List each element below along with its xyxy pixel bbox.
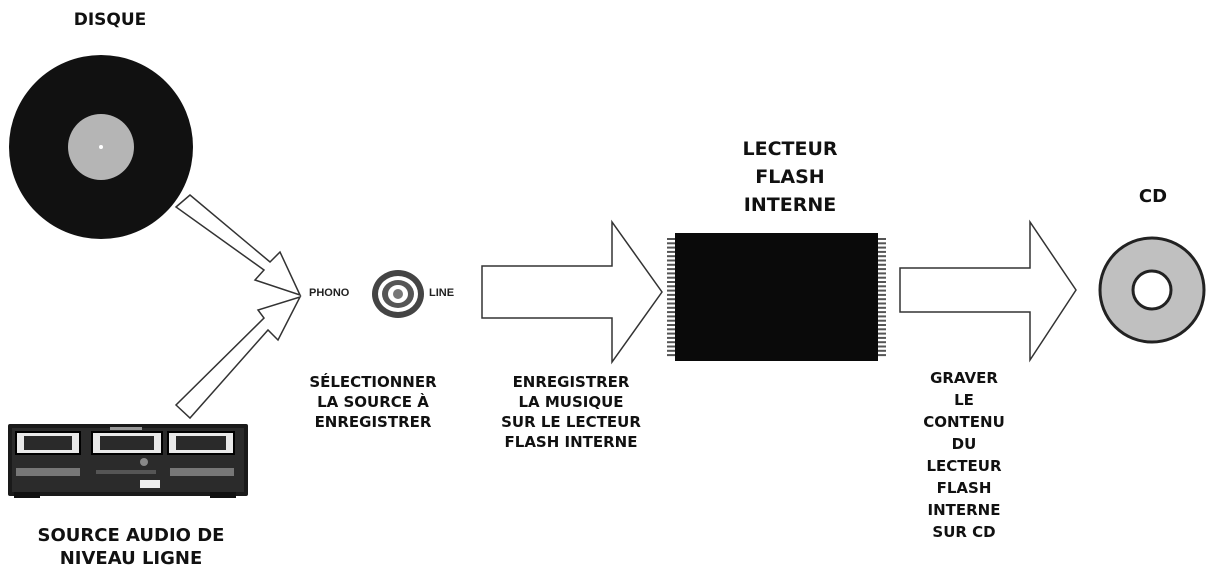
chip-pin [667, 328, 675, 331]
vinyl-to-switch-arrow [174, 194, 302, 297]
chip-pin [878, 302, 886, 305]
cd-icon [1098, 236, 1206, 344]
chip-pin [667, 289, 675, 292]
chip-pin [878, 263, 886, 266]
chip-pin [667, 336, 675, 339]
chip-pin [667, 272, 675, 275]
chip-pin [667, 319, 675, 322]
phono-line-switch-icon [372, 270, 424, 318]
line-label: LINE [429, 287, 455, 299]
phono-label: PHONO [309, 287, 350, 299]
chip-pin [878, 319, 886, 322]
chip-pin [878, 306, 886, 309]
chip-pin [667, 315, 675, 318]
chip-pin [667, 349, 675, 352]
chip-pin [667, 293, 675, 296]
chip-pin [667, 341, 675, 344]
chip-pin [878, 238, 886, 240]
chip-pin [878, 255, 886, 258]
chip-pin [667, 298, 675, 301]
burn-cd-label: GRAVER LE CONTENU DU LECTEUR FLASH INTER… [923, 369, 1005, 541]
chip-pin [878, 242, 886, 245]
chip-pin [667, 268, 675, 271]
chip-pin [878, 285, 886, 288]
chip-pin [878, 328, 886, 331]
chip-pin [878, 289, 886, 292]
chip-pin [667, 306, 675, 309]
chip-pin [667, 302, 675, 305]
chip-pin [667, 263, 675, 266]
chip-pin [878, 354, 886, 357]
chip-pin [667, 354, 675, 357]
chip-pin [878, 349, 886, 352]
source-audio-label: SOURCE AUDIO DE NIVEAU LIGNE [37, 525, 225, 569]
chip-pin [878, 272, 886, 275]
chip-pin [878, 246, 886, 249]
chip-pin [667, 242, 675, 245]
chip-pin [878, 332, 886, 335]
chip-pin [878, 276, 886, 279]
chip-pin [878, 324, 886, 326]
chip-pin [878, 341, 886, 344]
cd-label: CD [1138, 186, 1168, 207]
vinyl-record-icon [9, 55, 193, 239]
chip-pin [667, 276, 675, 279]
select-source-label: SÉLECTIONNER LA SOURCE À ENREGISTRER [309, 373, 437, 431]
cassette-deck-icon [8, 424, 248, 498]
chip-pin [667, 311, 675, 314]
chip-pin [667, 250, 675, 253]
chip-pin [878, 268, 886, 271]
chip-pin [667, 281, 675, 283]
chip-pin [667, 259, 675, 262]
chip-pin [667, 324, 675, 326]
chip-pin [878, 345, 886, 348]
chip-pin [878, 298, 886, 301]
deck-to-switch-arrow [174, 295, 302, 420]
chip-pin [667, 246, 675, 249]
chip-pin [667, 238, 675, 240]
chip-pin [878, 250, 886, 253]
chip-pin [878, 281, 886, 283]
chip-pin [878, 293, 886, 296]
chip-pin [667, 255, 675, 258]
flash-drive-title: LECTEUR FLASH INTERNE [742, 138, 838, 216]
burn-arrow [899, 219, 1077, 363]
chip-pin [878, 311, 886, 314]
record-music-label: ENREGISTRER LA MUSIQUE SUR LE LECTEUR FL… [501, 373, 641, 451]
record-arrow [481, 219, 663, 365]
chip-pin [667, 345, 675, 348]
flash-chip-icon [667, 233, 886, 361]
chip-pin [667, 285, 675, 288]
chip-pin [878, 336, 886, 339]
chip-pin [878, 315, 886, 318]
disque-label: DISQUE [73, 10, 147, 30]
chip-pin [667, 332, 675, 335]
chip-pin [878, 259, 886, 262]
